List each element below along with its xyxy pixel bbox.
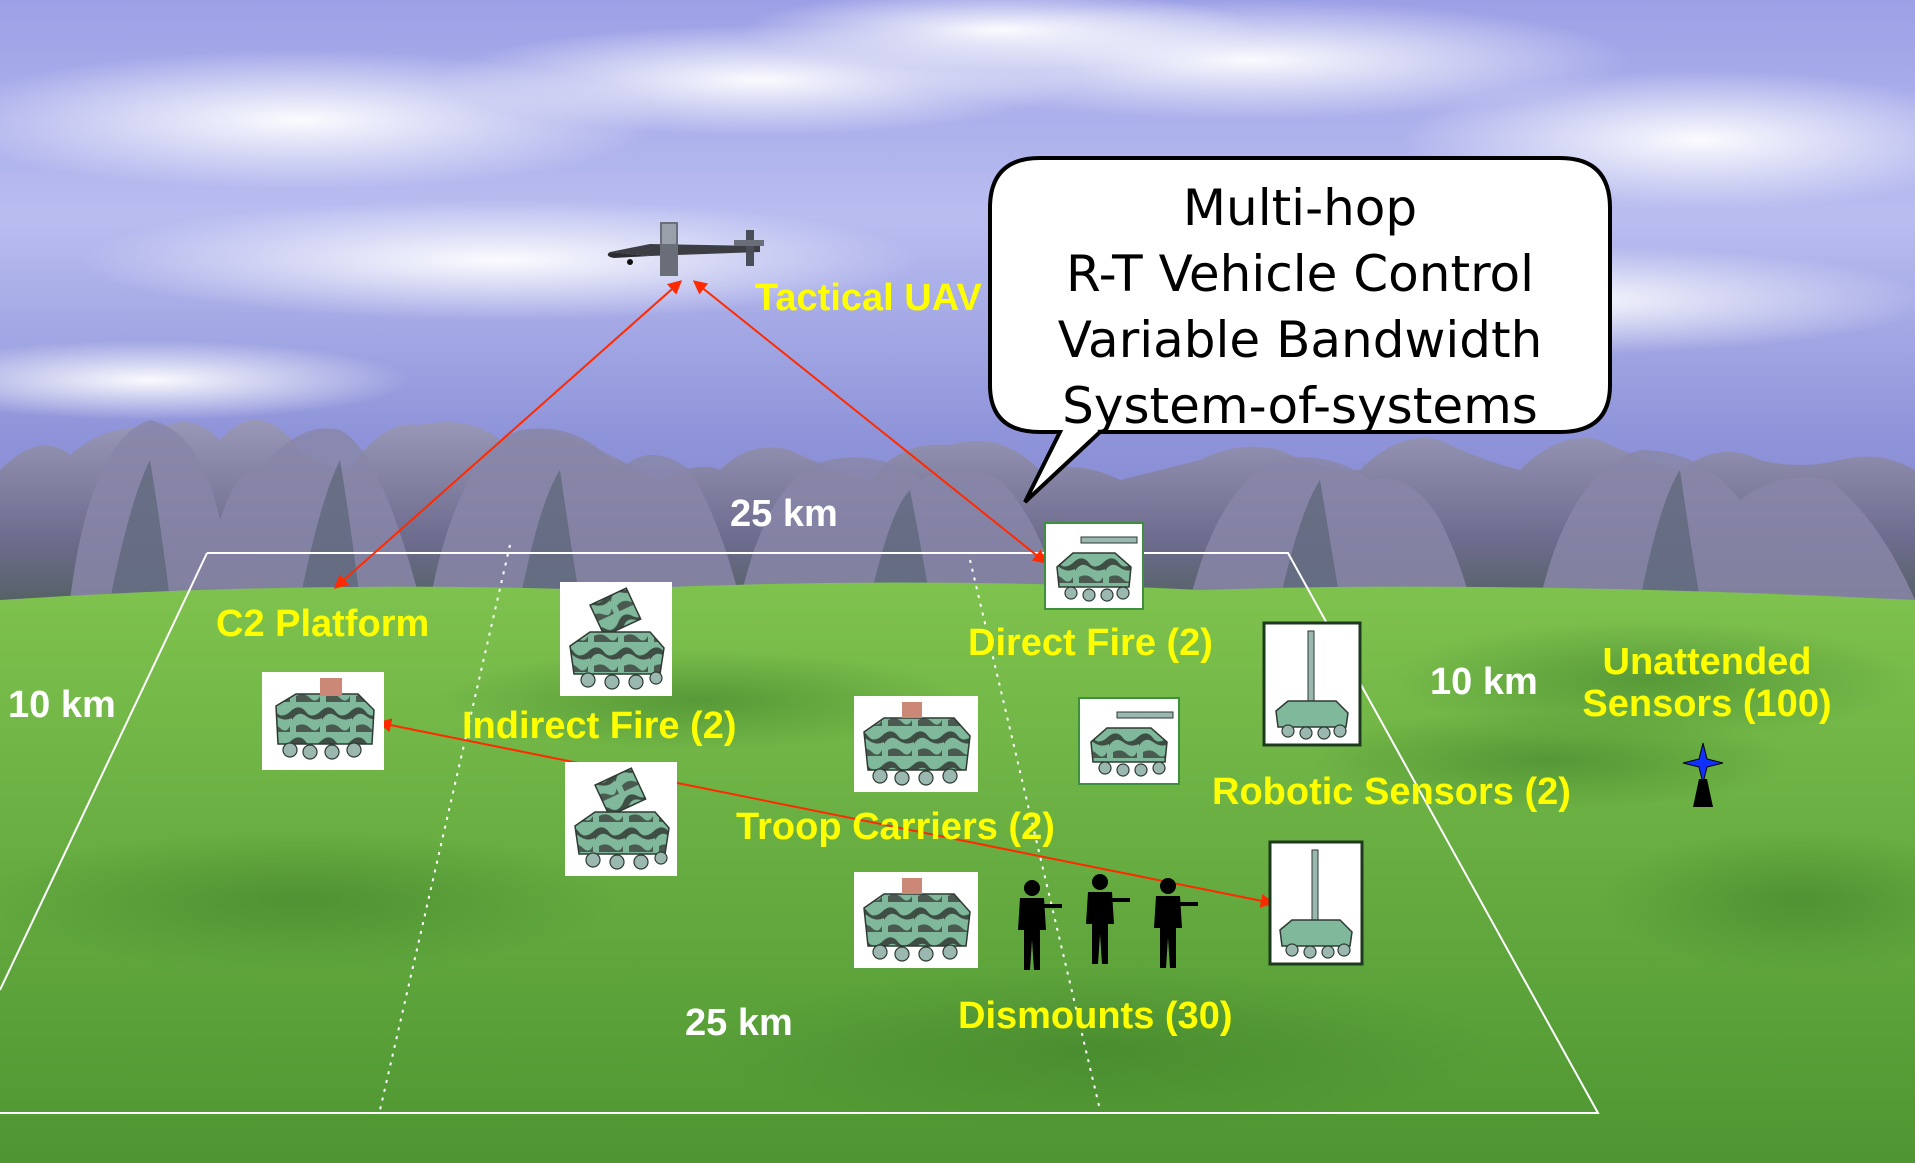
label-top-width: 25 km [730, 493, 838, 535]
gun-vehicle-icon [1078, 697, 1180, 785]
unattended-sensor-icon [1682, 742, 1724, 807]
sector-divider-right [969, 559, 1101, 1111]
label-bottom-width: 25 km [685, 1002, 793, 1044]
callout-bubble [988, 156, 1612, 504]
operation-area-left-edge [0, 552, 208, 991]
callout-text: Multi-hop R-T Vehicle Control Variable B… [1000, 175, 1600, 439]
troop-carrier-icon [854, 696, 978, 792]
label-direct-fire: Direct Fire (2) [968, 622, 1213, 664]
c2-vehicle-icon [262, 672, 384, 770]
label-left-depth: 10 km [8, 684, 116, 726]
label-indirect-fire: Indirect Fire (2) [462, 705, 737, 747]
soldier-icon [1154, 878, 1198, 968]
label-robotic-sensors: Robotic Sensors (2) [1212, 771, 1571, 813]
label-unattended-sensors-line2: Sensors (100) [1582, 682, 1832, 725]
callout-line: System-of-systems [1062, 377, 1538, 435]
link-uav-c2 [333, 280, 683, 589]
rocket-launcher-icon [565, 762, 677, 876]
label-unattended-sensors-line1: Unattended [1602, 641, 1812, 683]
label-dismounts: Dismounts (30) [958, 995, 1233, 1037]
robotic-sensor-icon [1268, 840, 1364, 966]
callout-line: Multi-hop [1182, 179, 1418, 237]
troop-carrier-icon [854, 872, 978, 968]
robotic-sensor-icon [1262, 621, 1362, 747]
soldier-icon [1086, 874, 1130, 964]
gun-vehicle-icon [1044, 522, 1144, 610]
uav-icon [607, 222, 764, 276]
label-c2-platform: C2 Platform [216, 603, 430, 645]
communication-links [333, 280, 1275, 908]
label-troop-carriers: Troop Carriers (2) [736, 806, 1055, 848]
link-uav-direct-fire [692, 280, 1048, 564]
callout-line: Variable Bandwidth [1057, 311, 1543, 369]
soldier-icon [1018, 880, 1062, 970]
rocket-launcher-icon [560, 582, 672, 696]
link-c2-robotic-sensor [377, 718, 1275, 908]
label-right-depth: 10 km [1430, 661, 1538, 703]
label-tactical-uav: Tactical UAV [755, 277, 982, 319]
callout-line: R-T Vehicle Control [1065, 245, 1535, 303]
label-unattended-sensors: Unattended Sensors (100) [1562, 641, 1852, 726]
